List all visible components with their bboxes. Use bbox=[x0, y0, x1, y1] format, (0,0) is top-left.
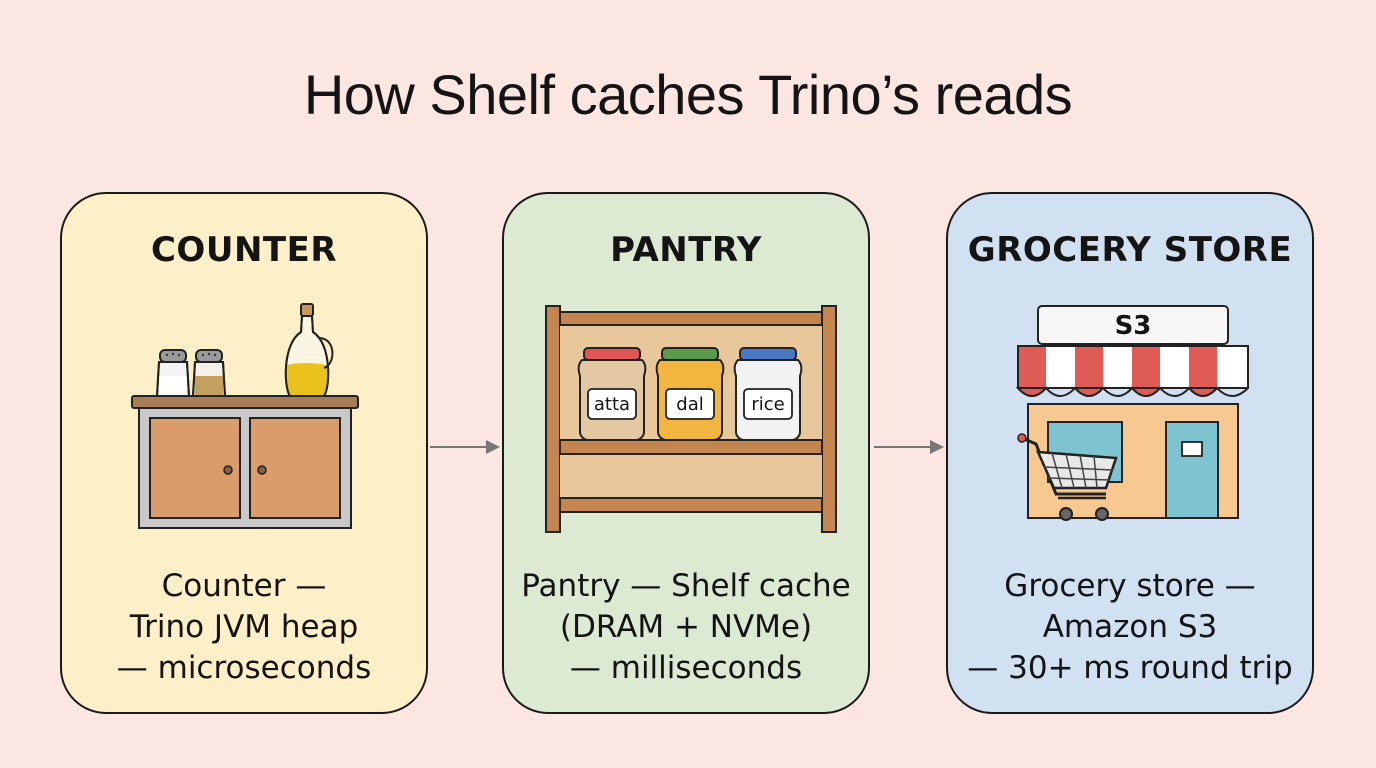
pantry-shelf-icon: atta dal rice bbox=[545, 305, 837, 533]
arrow-pantry-to-store bbox=[874, 440, 944, 454]
pantry-description: Pantry — Shelf cache (DRAM + NVMe) — mil… bbox=[521, 568, 851, 686]
store-sign-text: S3 bbox=[1115, 311, 1152, 341]
jar-label-atta: atta bbox=[594, 394, 630, 415]
counter-card: COUNTER bbox=[60, 192, 428, 714]
store-awning-icon bbox=[1015, 345, 1249, 397]
grocery-store-card: GROCERY STORE S3 bbox=[946, 192, 1314, 714]
arrow-counter-to-pantry bbox=[430, 440, 500, 454]
diagram-title: How Shelf caches Trino’s reads bbox=[303, 63, 1073, 126]
rice-jar-icon: rice bbox=[733, 347, 803, 441]
salt-shaker-icon bbox=[155, 349, 191, 397]
jar-label-rice: rice bbox=[751, 394, 784, 415]
dal-jar-icon: dal bbox=[655, 347, 725, 441]
pepper-shaker-icon bbox=[191, 349, 227, 397]
grocery-store-icon: S3 bbox=[1015, 305, 1249, 521]
counter-heading: COUNTER bbox=[150, 230, 338, 270]
grocery-store-description: Grocery store — Amazon S3 — 30+ ms round… bbox=[967, 568, 1293, 686]
atta-jar-icon: atta bbox=[577, 347, 647, 441]
pantry-card: PANTRY atta dal rice Pantr bbox=[502, 192, 870, 714]
oil-bottle-icon bbox=[284, 303, 334, 397]
jar-label-dal: dal bbox=[676, 394, 703, 415]
pantry-heading: PANTRY bbox=[610, 230, 762, 270]
counter-description: Counter — Trino JVM heap — microseconds bbox=[116, 568, 372, 686]
kitchen-counter-icon bbox=[131, 303, 359, 529]
shopping-cart-icon bbox=[1017, 433, 1118, 521]
grocery-store-heading: GROCERY STORE bbox=[967, 230, 1293, 270]
